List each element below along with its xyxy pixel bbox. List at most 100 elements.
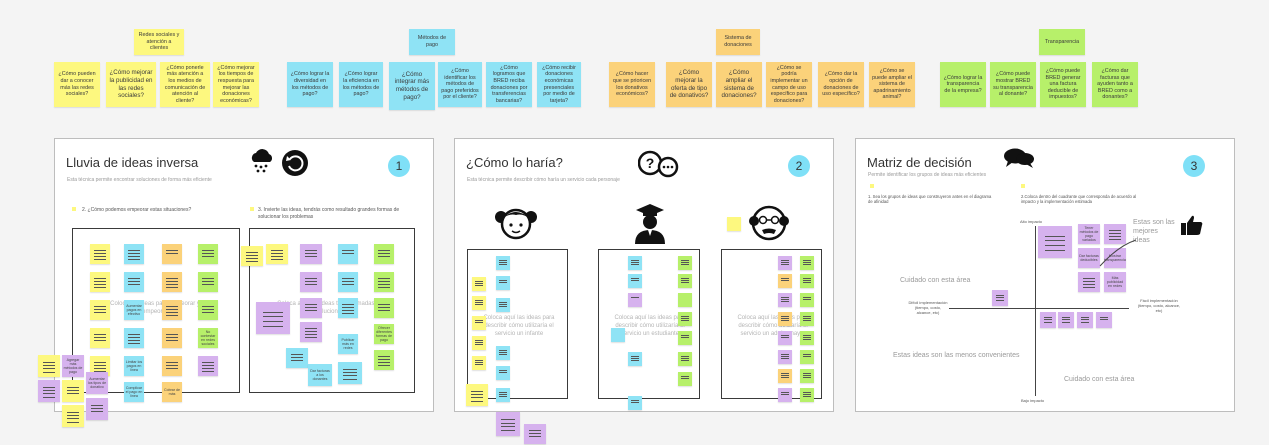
mini-sticky[interactable] [38, 355, 60, 377]
mini-sticky[interactable] [62, 405, 84, 427]
mini-sticky[interactable] [162, 272, 182, 292]
mini-sticky[interactable] [611, 328, 625, 342]
mini-sticky[interactable] [678, 256, 692, 270]
mini-sticky[interactable] [800, 369, 814, 383]
mini-sticky[interactable] [198, 244, 218, 264]
sticky-note[interactable]: ¿Cómo puede BRED generar una factura ded… [1040, 62, 1086, 107]
mini-sticky[interactable] [162, 244, 182, 264]
group-header-transparencia[interactable]: Transparencia [1039, 29, 1085, 55]
mini-sticky[interactable] [286, 348, 308, 368]
group-header-metodos[interactable]: Métodos de pago [409, 29, 455, 55]
sticky-note[interactable]: ¿Cómo mejorar la oferta de tipo de donat… [666, 62, 712, 107]
solutions-box[interactable] [249, 228, 415, 393]
mini-sticky[interactable] [628, 256, 642, 270]
sticky-note[interactable]: ¿Cómo se podría implementar un campo de … [766, 62, 812, 107]
mini-sticky[interactable] [524, 424, 546, 444]
mini-sticky[interactable] [778, 293, 792, 307]
mini-sticky[interactable] [466, 384, 488, 406]
mini-sticky[interactable]: Tener métodos de pago variados [1078, 224, 1100, 244]
mini-sticky[interactable] [678, 293, 692, 307]
mini-sticky[interactable] [1058, 312, 1074, 328]
mini-sticky[interactable] [472, 277, 486, 291]
sticky-note[interactable]: ¿Cómo recibir donaciones económicas pres… [537, 62, 581, 107]
mini-sticky[interactable]: Dar facturas deducibles [1078, 248, 1100, 268]
sticky-note[interactable]: ¿Cómo se puede ampliar el sistema de apa… [869, 62, 915, 107]
mini-sticky[interactable] [800, 293, 814, 307]
mini-sticky[interactable] [90, 356, 110, 376]
mini-sticky[interactable] [496, 298, 510, 312]
mini-sticky[interactable]: Dar facturas a los donantes [308, 364, 332, 386]
mini-sticky[interactable] [1040, 312, 1056, 328]
mini-sticky[interactable] [992, 290, 1008, 306]
mini-sticky[interactable] [1077, 312, 1093, 328]
mini-sticky[interactable] [198, 272, 218, 292]
mini-sticky[interactable] [778, 256, 792, 270]
mini-sticky[interactable]: Mostrar transparencia [1104, 248, 1126, 268]
mini-sticky[interactable] [124, 328, 144, 348]
mini-sticky[interactable] [124, 272, 144, 292]
mini-sticky[interactable] [678, 331, 692, 345]
mini-sticky[interactable] [62, 380, 84, 402]
mini-sticky[interactable] [300, 244, 322, 264]
mini-sticky[interactable] [800, 388, 814, 402]
mini-sticky[interactable] [496, 276, 510, 290]
mini-sticky[interactable] [38, 380, 60, 402]
mini-sticky[interactable] [162, 356, 182, 376]
sticky-note[interactable]: ¿Cómo mejorar los tiempos de respuesta p… [213, 62, 259, 107]
sticky-note[interactable]: ¿Cómo hacer que se prioricen los donativ… [609, 62, 655, 107]
mini-sticky[interactable] [374, 350, 394, 370]
mini-sticky[interactable] [198, 300, 218, 320]
sticky-note[interactable]: ¿Cómo pueden dar a conocer más las redes… [54, 62, 100, 107]
mini-sticky[interactable] [472, 316, 486, 330]
mini-sticky[interactable] [778, 350, 792, 364]
sticky-note[interactable]: ¿Cómo logramos que BRED reciba donacione… [486, 62, 532, 107]
mini-sticky[interactable] [241, 246, 263, 266]
mini-sticky[interactable]: Aumentar pagos en efectivo [124, 300, 144, 320]
mini-sticky[interactable] [496, 412, 520, 436]
mini-sticky[interactable] [300, 272, 322, 292]
sticky-note[interactable]: ¿Cómo lograr la diversidad en los método… [287, 62, 333, 107]
worsen-ideas-box[interactable] [72, 228, 240, 393]
sticky-note[interactable]: ¿Cómo lograr la eficiencia en los método… [339, 62, 383, 107]
mini-sticky[interactable] [496, 388, 510, 402]
mini-sticky[interactable] [338, 244, 358, 264]
group-header-sistema[interactable]: Sistema de donaciones [716, 29, 760, 55]
sticky-note[interactable]: ¿Cómo ampliar el sistema de donaciones? [716, 62, 762, 107]
mini-sticky[interactable] [628, 274, 642, 288]
mini-sticky[interactable] [472, 296, 486, 310]
frame-como-lo-haria[interactable] [454, 138, 834, 412]
mini-sticky[interactable] [90, 328, 110, 348]
frame-matriz-decision[interactable] [855, 138, 1235, 412]
mini-sticky[interactable] [374, 244, 394, 264]
mini-sticky[interactable] [678, 312, 692, 326]
mini-sticky[interactable] [628, 293, 642, 307]
student-ideas-box[interactable] [598, 249, 700, 399]
sticky-note[interactable]: ¿Cómo puede mostrar BRED su transparenci… [990, 62, 1036, 107]
mini-sticky[interactable] [124, 244, 144, 264]
sticky-note[interactable]: ¿Cómo mejorar la publicidad en las redes… [106, 62, 156, 107]
mini-sticky[interactable] [266, 244, 288, 264]
mini-sticky[interactable]: Publicar más en redes [338, 334, 358, 354]
child-ideas-box[interactable] [467, 249, 568, 399]
mini-sticky[interactable] [800, 274, 814, 288]
sticky-note[interactable]: ¿Cómo integrar más métodos de pago? [389, 62, 435, 110]
mini-sticky[interactable] [778, 369, 792, 383]
mini-sticky[interactable] [678, 352, 692, 366]
sticky-note[interactable]: ¿Cómo dar facturas que ayuden tanto a BR… [1092, 62, 1138, 107]
mini-sticky[interactable] [86, 398, 108, 420]
mini-sticky[interactable] [374, 298, 394, 318]
mini-sticky[interactable] [800, 312, 814, 326]
mini-sticky[interactable] [778, 388, 792, 402]
mini-sticky[interactable] [90, 300, 110, 320]
mini-sticky[interactable] [1104, 224, 1126, 244]
mini-sticky[interactable] [374, 272, 394, 292]
mini-sticky[interactable] [198, 356, 218, 376]
mini-sticky[interactable] [162, 328, 182, 348]
mini-sticky[interactable] [678, 372, 692, 386]
mini-sticky[interactable]: Ofrecer diferentes formas de pago [374, 324, 394, 344]
mini-sticky[interactable] [338, 272, 358, 292]
mini-sticky[interactable] [727, 217, 741, 231]
mini-sticky[interactable] [162, 300, 182, 320]
mini-sticky[interactable] [1078, 272, 1100, 292]
mini-sticky[interactable] [778, 274, 792, 288]
